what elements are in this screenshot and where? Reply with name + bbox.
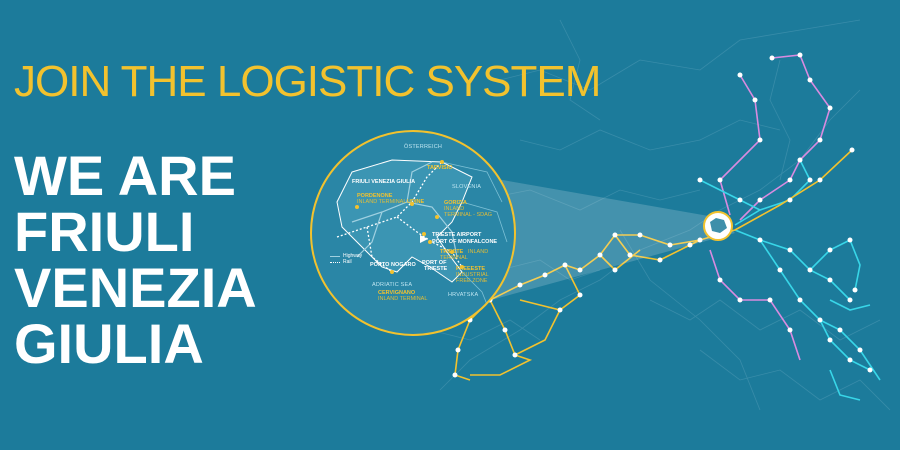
label-port-of: PORT OF (422, 260, 447, 266)
inset-region-map: ÖSTERREICH TARVISIO FRIULI VENEZIA GIULI… (310, 130, 516, 336)
subhead-line-1: WE ARE (14, 144, 236, 207)
label-gorizia: GORIZIA (444, 200, 467, 206)
label-region-title: FRIULI VENEZIA GIULIA (352, 179, 416, 185)
label-croatia: HRVATSKA (448, 292, 479, 298)
label-cervignano-sub: INLAND TERMINAL (378, 296, 428, 302)
label-freeeste-sub2: FREE ZONE (456, 278, 488, 284)
label-gorizia-sub1: INLAND (444, 206, 465, 212)
label-pordenone: PORDENONE (357, 193, 393, 199)
label-freeeste-sub1: INDUSTRIAL (456, 272, 489, 278)
label-adriatic-sea: ADRIATIC SEA (372, 282, 413, 288)
label-udine: UDINE (407, 199, 425, 205)
label-gorizia-sub2: TERMINAL - SDAG (444, 212, 493, 218)
legend-highway: Highway (330, 253, 362, 259)
subhead-line-2: FRIULI (14, 200, 195, 263)
subhead-line-4: GIULIA (14, 312, 204, 375)
label-trieste-sub2: TERMINAL (440, 255, 468, 261)
country-outlines (429, 19, 891, 411)
label-cervignano: CERVIGNANO (378, 290, 416, 296)
label-port-trieste: TRIESTE (424, 266, 448, 272)
label-trieste: TRIESTE (440, 249, 464, 255)
network-cyan (699, 159, 881, 401)
map-legend: Highway Rail (330, 253, 362, 265)
legend-rail: Rail (330, 259, 362, 265)
label-trieste-sub1: INLAND (468, 249, 489, 255)
label-pordenone-sub: INLAND TERMINAL (357, 199, 407, 205)
label-austria: ÖSTERREICH (404, 144, 443, 150)
label-porto-nogaro: PORTO NOGARO (370, 262, 416, 268)
headline: JOIN THE LOGISTIC SYSTEM (14, 57, 601, 106)
subhead: WE ARE FRIULI VENEZIA GIULIA (14, 148, 257, 372)
subhead-line-3: VENEZIA (14, 256, 257, 319)
label-port-monfalcone: PORT OF MONFALCONE (432, 239, 498, 245)
inset-map-graphic (336, 159, 508, 318)
label-trieste-airport: TRIESTE AIRPORT (432, 232, 482, 238)
label-tarvisio: TARVISIO (427, 165, 453, 171)
zoom-cone (445, 170, 735, 310)
network-nodes (452, 52, 873, 378)
label-freeeste: FREEESTE (456, 266, 486, 272)
label-slovenia: SLOVENIA (452, 184, 482, 190)
